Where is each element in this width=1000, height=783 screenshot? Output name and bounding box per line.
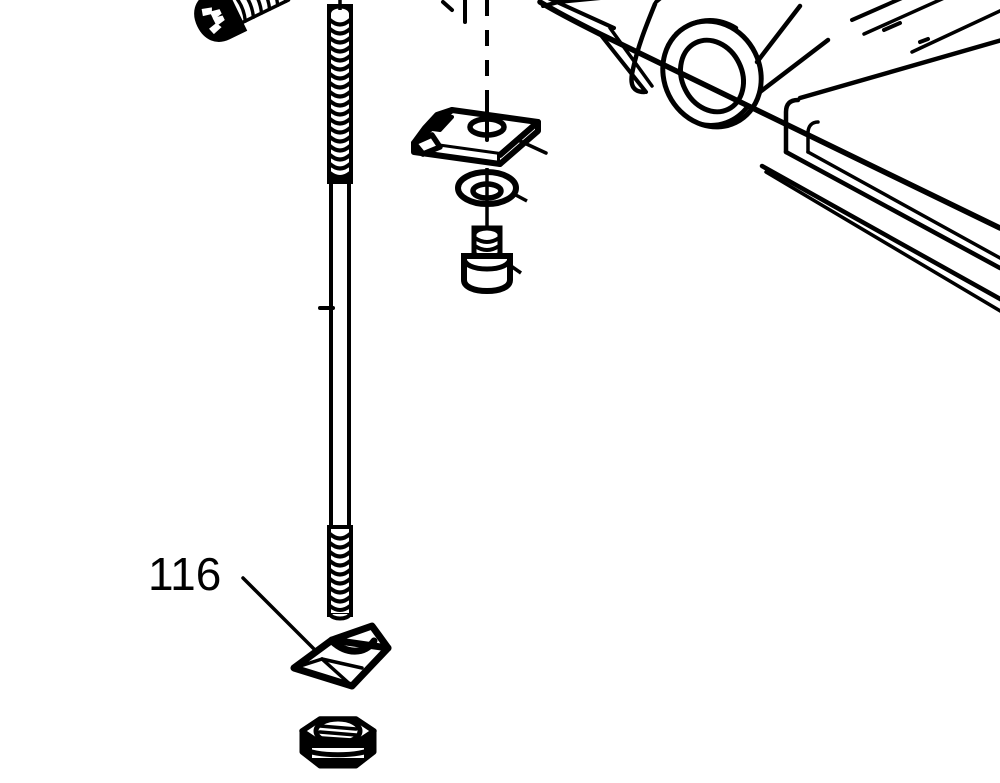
assembly-axis-tick: [441, 0, 467, 24]
bracket-clip: [411, 98, 548, 167]
bracket-leader-line: [518, 139, 548, 155]
flat-washer: [455, 168, 528, 232]
knurled-screw-leader-line: [507, 262, 522, 275]
screw-head: [194, 0, 248, 42]
wedge-clamp: [290, 622, 392, 690]
rod-thread-top: [327, 0, 353, 184]
hex-nut: [299, 716, 377, 769]
rod-thread-bottom: [327, 525, 353, 621]
part-label-116-text: 116: [148, 548, 221, 600]
knurled-screw: [461, 225, 522, 295]
pan-head-screw: [194, 0, 291, 42]
washer-leader-line: [511, 191, 528, 203]
housing-body: [537, 0, 1000, 313]
threaded-rod: [318, 0, 353, 621]
rod-plain-shaft: [329, 174, 351, 534]
phillips-cross-recess: [201, 7, 225, 35]
